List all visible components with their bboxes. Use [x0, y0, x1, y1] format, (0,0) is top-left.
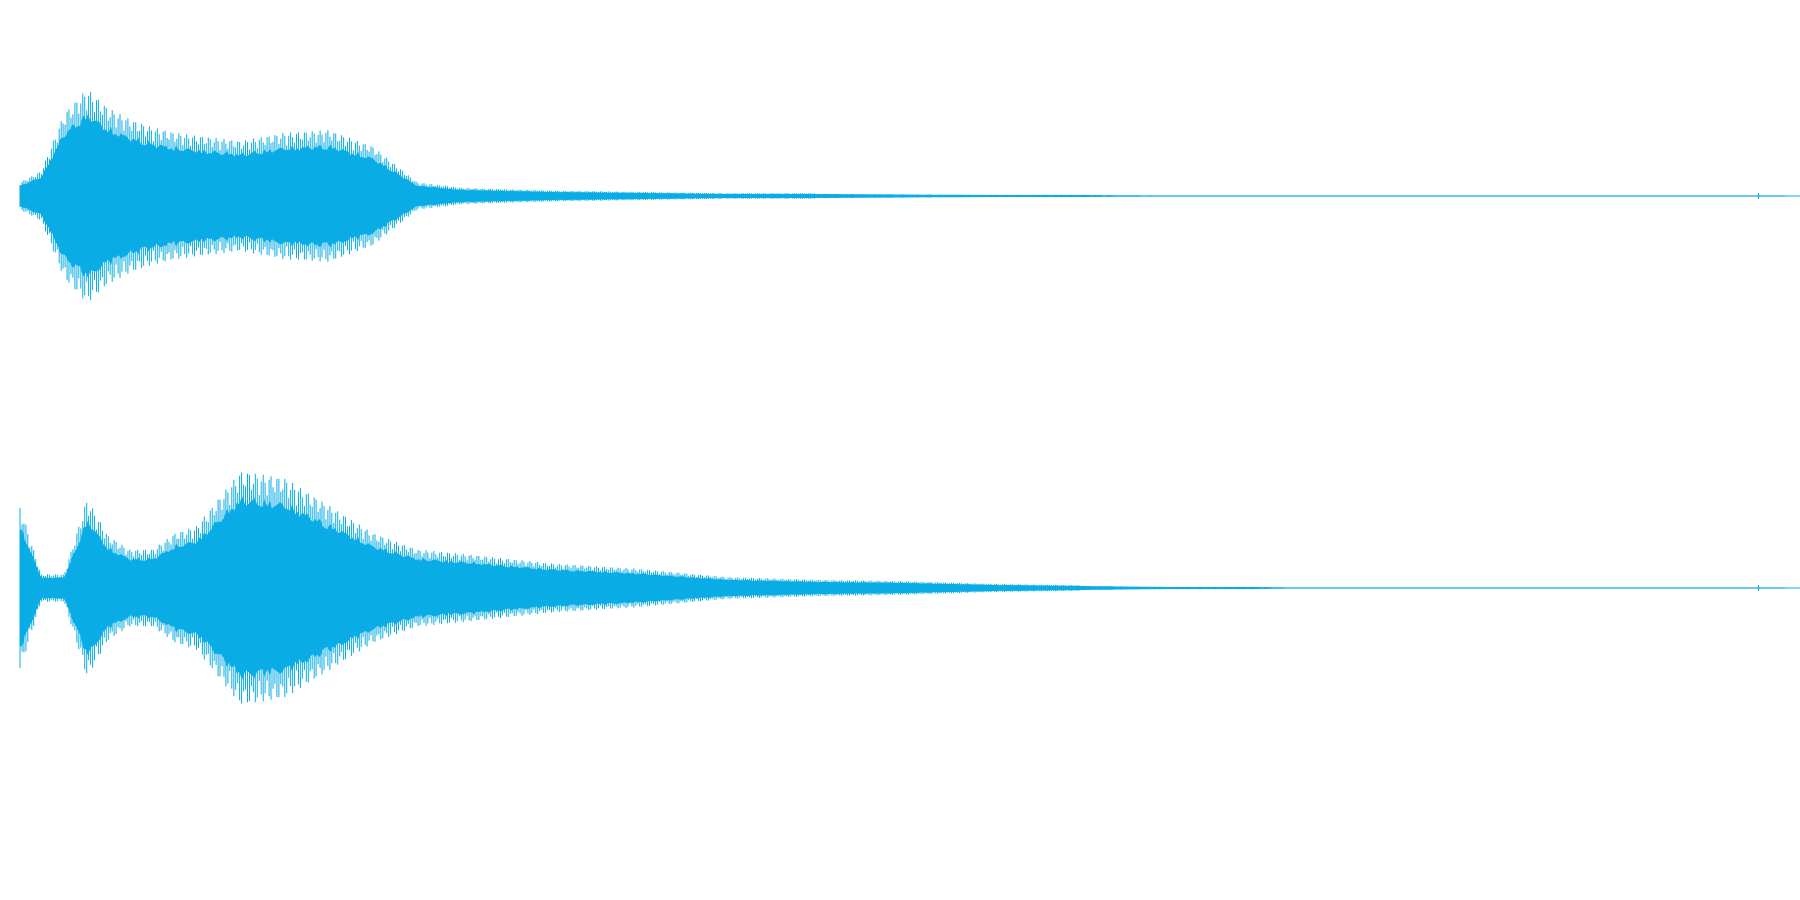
waveform-channel-1-plot [19, 92, 1800, 300]
waveform-spikes [19, 92, 815, 300]
waveform-spikes [19, 472, 1080, 704]
waveform-channel-1[interactable] [0, 0, 1800, 450]
waveform-envelope [20, 114, 1785, 278]
waveform-channel-2-plot [19, 472, 1800, 704]
waveform-channel-2[interactable] [0, 450, 1800, 900]
